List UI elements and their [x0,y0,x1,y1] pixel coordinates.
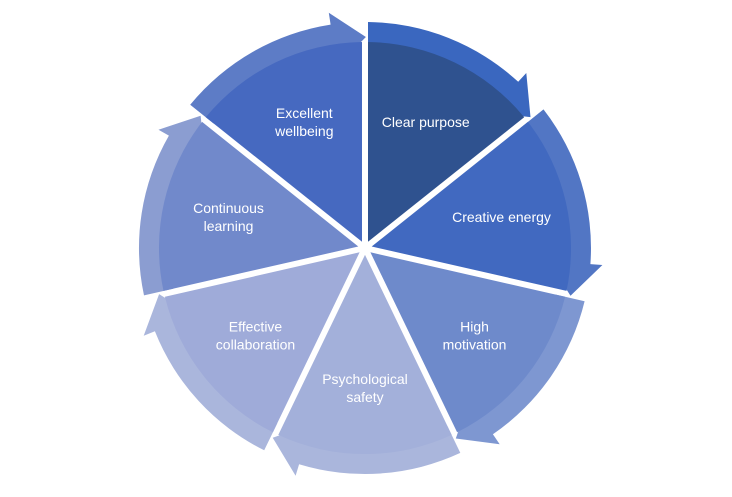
segment-psychological-safety [278,254,452,455]
label-clear-purpose: Clear purpose [382,114,470,130]
label-line: Clear purpose [382,114,470,130]
label-continuous-learning: Continuous learning [193,200,264,234]
label-line: safety [346,389,383,405]
label-line: Creative energy [452,209,551,225]
label-line: High [460,318,489,334]
segment-effective-collaboration [164,252,360,433]
segment-creative-energy [371,121,572,291]
label-creative-energy: Creative energy [452,209,551,225]
label-line: collaboration [216,336,295,352]
label-line: Excellent [276,105,333,121]
segment-continuous-learning [158,121,359,291]
label-line: Continuous [193,200,264,216]
label-line: wellbeing [274,123,333,139]
label-psychological-safety: Psychological safety [322,371,408,405]
label-high-motivation: High motivation [443,318,507,352]
label-line: Psychological [322,371,408,387]
pie-segments [158,42,572,455]
segment-high-motivation [370,252,566,433]
label-effective-collaboration: Effective collaboration [216,318,295,352]
label-line: motivation [443,336,507,352]
segment-excellent-wellbeing [205,42,362,242]
label-line: learning [204,218,254,234]
label-line: Effective [229,318,283,334]
segment-clear-purpose [368,42,525,242]
label-excellent-wellbeing: Excellent wellbeing [274,105,333,139]
